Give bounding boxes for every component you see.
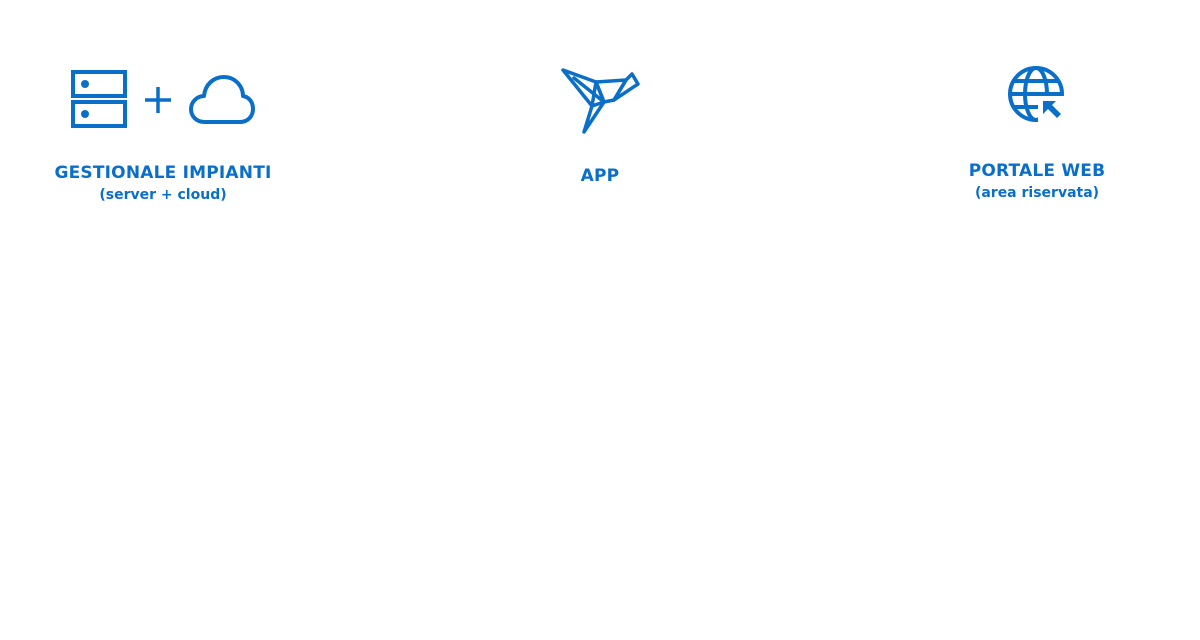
portale-icon-group <box>1006 64 1068 126</box>
feature-app: APP <box>500 60 700 186</box>
origami-bird-icon <box>561 68 640 134</box>
gestionale-icon-group <box>70 64 256 136</box>
server-icon <box>71 70 127 128</box>
feature-subtitle: (area riservata) <box>974 185 1100 201</box>
feature-subtitle: (server + cloud) <box>99 187 227 203</box>
feature-title: APP <box>580 166 620 186</box>
plus-icon <box>145 87 171 113</box>
cloud-icon <box>189 75 255 124</box>
feature-portale-web: PORTALE WEB (area riservata) <box>917 64 1157 202</box>
globe-cursor-icon <box>1008 66 1068 126</box>
app-icon-group <box>560 60 640 136</box>
feature-title: GESTIONALE IMPIANTI <box>54 163 272 183</box>
feature-gestionale-impianti: GESTIONALE IMPIANTI (server + cloud) <box>23 64 303 204</box>
feature-title: PORTALE WEB <box>968 161 1106 181</box>
